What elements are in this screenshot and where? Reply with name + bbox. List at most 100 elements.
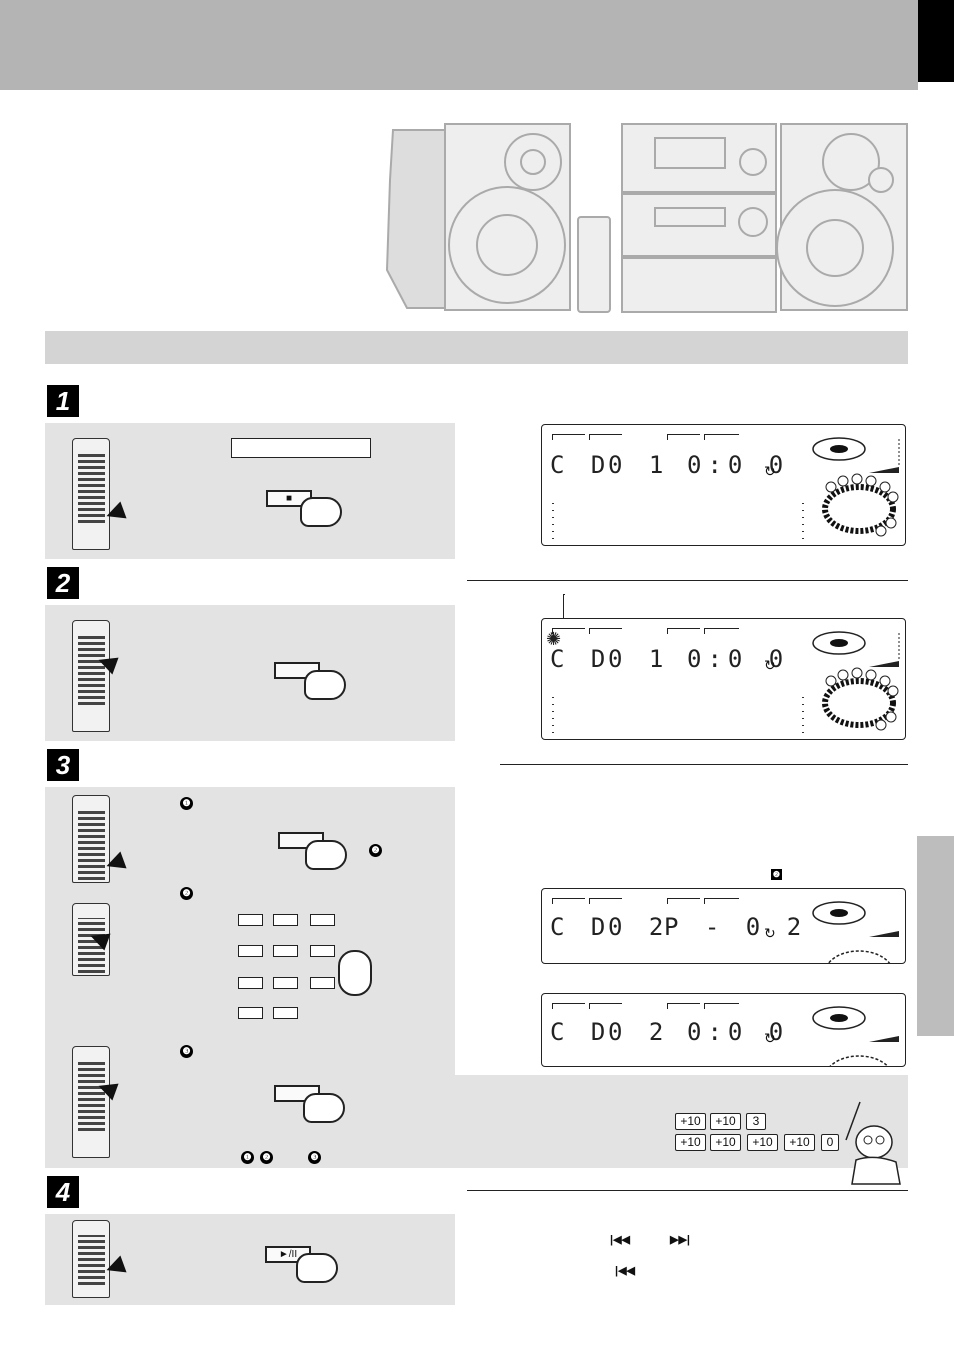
repeat-icon: ↻ xyxy=(764,1030,776,1046)
dot-column xyxy=(802,497,804,539)
numeric-key[interactable] xyxy=(310,914,335,926)
indicator xyxy=(589,898,622,904)
divider xyxy=(500,764,908,765)
track-readout: 0 2 xyxy=(608,913,670,941)
disc-carousel-icon xyxy=(812,901,899,963)
source-readout: C D xyxy=(550,645,612,673)
cd-display: ✺ C D 0 1 0:0 0 ↻ xyxy=(541,618,906,740)
plus10-key: +10 xyxy=(784,1134,815,1151)
substep-2-marker: ❷ xyxy=(260,1151,273,1164)
repeat-icon: ↻ xyxy=(764,925,776,941)
numeric-key[interactable] xyxy=(310,945,335,957)
indicator xyxy=(704,1003,739,1009)
digit-key: 0 xyxy=(821,1134,839,1151)
indicator xyxy=(704,434,739,440)
finger-icon xyxy=(305,840,347,870)
remote-control xyxy=(72,795,110,883)
label-box xyxy=(231,438,371,458)
numeric-key[interactable] xyxy=(273,1007,298,1019)
track-readout: 0 1 xyxy=(608,451,670,479)
repeat-icon: ↻ xyxy=(764,657,776,673)
repeat-icon: ↻ xyxy=(764,463,776,479)
step-4-number: 4 xyxy=(47,1176,79,1208)
track-readout: 0 2 xyxy=(608,1018,670,1046)
conductor-mascot-icon xyxy=(845,1101,901,1185)
step-2-number: 2 xyxy=(47,567,79,599)
plus10-key: +10 xyxy=(675,1113,706,1130)
indicator xyxy=(589,1003,622,1009)
chapter-tab xyxy=(918,0,954,82)
finger-icon xyxy=(304,670,346,700)
time-readout: 0:0 0 xyxy=(687,1018,790,1046)
indicator xyxy=(704,898,739,904)
divider xyxy=(467,580,908,581)
indicator xyxy=(589,434,622,440)
indicator xyxy=(552,628,585,634)
numeric-key[interactable] xyxy=(310,977,335,989)
cd-display: C D 0 1 0:0 0 ↻ xyxy=(541,424,906,546)
indicator xyxy=(667,628,700,634)
plus10-key: +10 xyxy=(675,1134,706,1151)
step-ref-marker: ❷ xyxy=(771,869,782,880)
digit-key: 3 xyxy=(746,1113,766,1130)
blink-indicator-icon: ✺ xyxy=(546,629,562,649)
indicator xyxy=(589,628,622,634)
indicator xyxy=(552,434,585,440)
indicator xyxy=(552,1003,585,1009)
skip-forward-icon: ▶▶| xyxy=(670,1234,690,1246)
stereo-system-illustration xyxy=(385,123,908,313)
remote-control xyxy=(72,620,110,732)
source-readout: C D xyxy=(550,913,612,941)
numeric-key[interactable] xyxy=(238,945,263,957)
track-readout: 0 1 xyxy=(608,645,670,673)
time-readout: 0:0 0 xyxy=(687,645,790,673)
numeric-key[interactable] xyxy=(238,914,263,926)
dot-column xyxy=(552,691,554,733)
indicator xyxy=(704,628,739,634)
remote-control xyxy=(72,1220,110,1298)
remote-control xyxy=(72,903,110,976)
substep-3-marker: ❸ xyxy=(308,1151,321,1164)
cd-display: C D 0 2 0:0 0 ↻ xyxy=(541,993,906,1067)
source-readout: C D xyxy=(550,1018,612,1046)
skip-back-icon: |◀◀ xyxy=(610,1234,630,1246)
finger-icon xyxy=(338,950,372,996)
numeric-key[interactable] xyxy=(273,945,298,957)
plus10-key: +10 xyxy=(710,1113,741,1130)
finger-icon xyxy=(303,1093,345,1123)
remote-control xyxy=(72,1046,110,1158)
dot-column xyxy=(552,497,554,539)
substep-2-marker: ❷ xyxy=(369,844,382,857)
indicator xyxy=(552,898,585,904)
callout-line xyxy=(563,594,565,595)
disc-carousel-icon xyxy=(812,1006,899,1066)
cd-display: C D 0 2 P - 0 2 ↻ xyxy=(541,888,906,964)
side-index-tab xyxy=(917,836,954,1036)
step-4-panel xyxy=(45,1214,455,1305)
section-bar xyxy=(45,331,908,364)
disc-carousel-icon xyxy=(812,437,900,537)
time-readout: 0:0 0 xyxy=(687,451,790,479)
step-2-panel xyxy=(45,605,455,741)
substep-3-marker: ❸ xyxy=(180,1045,193,1058)
remote-control xyxy=(72,438,110,550)
divider xyxy=(467,1190,908,1191)
plus10-key: +10 xyxy=(710,1134,741,1151)
header-bar xyxy=(0,0,918,90)
dot-column xyxy=(802,691,804,733)
callout-line xyxy=(563,594,564,624)
source-readout: C D xyxy=(550,451,612,479)
substep-1-marker: ❶ xyxy=(241,1151,254,1164)
indicator xyxy=(667,1003,700,1009)
disc-carousel-icon xyxy=(812,631,900,731)
plus10-key: +10 xyxy=(747,1134,778,1151)
numeric-key[interactable] xyxy=(238,977,263,989)
numeric-key[interactable] xyxy=(273,914,298,926)
skip-back-icon: |◀◀ xyxy=(615,1265,635,1277)
numeric-key[interactable] xyxy=(273,977,298,989)
numeric-key[interactable] xyxy=(238,1007,263,1019)
substep-1-marker: ❶ xyxy=(180,797,193,810)
substep-2-marker: ❷ xyxy=(180,887,193,900)
finger-icon xyxy=(296,1253,338,1283)
program-readout: P - 0 2 xyxy=(664,913,808,941)
